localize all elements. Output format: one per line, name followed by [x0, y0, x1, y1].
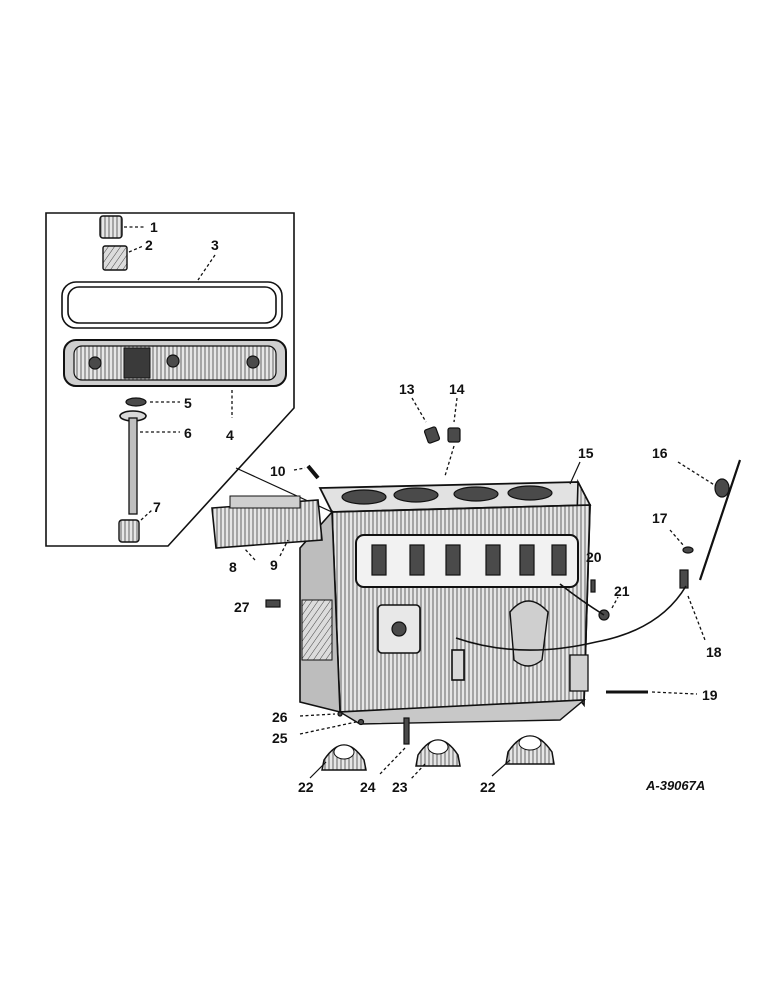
callout-9: 9: [270, 557, 278, 573]
callout-21: 21: [614, 583, 630, 599]
dipstick-part: [677, 459, 742, 581]
figure-id: A-39067A: [645, 778, 705, 793]
bearing-cap-center: [409, 739, 461, 781]
callout-6: 6: [184, 425, 192, 441]
inset-panel: [45, 212, 295, 547]
callout-18: 18: [706, 644, 722, 660]
callout-7: 7: [153, 499, 161, 515]
dipstick-tube-part: [455, 569, 706, 651]
valve-part: [119, 410, 180, 515]
callout-5: 5: [184, 395, 192, 411]
callout-24: 24: [360, 779, 376, 795]
callout-27: 27: [234, 599, 250, 615]
plug-part-27: [265, 599, 281, 608]
callout-8: 8: [229, 559, 237, 575]
callout-23: 23: [392, 779, 408, 795]
callout-1: 1: [150, 219, 158, 235]
callout-22-right: 22: [480, 779, 496, 795]
callout-labels: 1 2 3 4 5 6 7 8 9 10 13 14 15 16 17 18 1…: [145, 219, 722, 795]
dipstick-seal-part: [669, 529, 694, 554]
callout-16: 16: [652, 445, 668, 461]
callout-20: 20: [586, 549, 602, 565]
fittings-part-20-21: [559, 579, 619, 621]
side-cover-part: [211, 495, 323, 561]
callout-14: 14: [449, 381, 465, 397]
valve-cover-gasket-part: [61, 254, 283, 329]
callout-13: 13: [399, 381, 415, 397]
valve-spring-retainer-part: [118, 509, 153, 543]
valve-cover-part: [63, 339, 287, 418]
rocker-spring-part: [99, 215, 146, 239]
callout-17: 17: [652, 510, 668, 526]
callout-15: 15: [578, 445, 594, 461]
dowel-and-pins-parts: [299, 711, 410, 775]
callout-26: 26: [272, 709, 288, 725]
bolt-part-10: [293, 464, 320, 480]
callout-3: 3: [211, 237, 219, 253]
callout-4: 4: [226, 427, 234, 443]
callout-2: 2: [145, 237, 153, 253]
callout-19: 19: [702, 687, 718, 703]
block-leader-15: [569, 461, 581, 485]
bearing-cap-right: [491, 735, 555, 777]
rocker-support-part: [102, 245, 144, 271]
bearing-cap-left: [309, 744, 367, 779]
callout-10: 10: [270, 463, 286, 479]
plugs-part-13-14: [411, 397, 461, 477]
stud-part-19: [606, 690, 698, 695]
callout-22-left: 22: [298, 779, 314, 795]
valve-keeper-part: [125, 397, 180, 407]
callout-25: 25: [272, 730, 288, 746]
cylinder-block: [299, 478, 592, 725]
